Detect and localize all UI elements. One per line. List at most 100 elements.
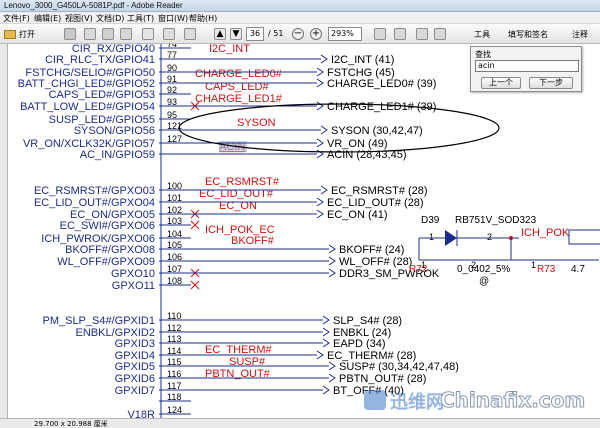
pin-name: EC_SWI#/GPXO06 [60,220,155,232]
print-icon[interactable] [102,28,114,40]
pin-number: 106 [167,252,182,262]
pin-name: GPXO10 [111,268,155,280]
net-reference: DDR3_SM_PWROK [339,268,440,280]
watermark-logo-icon [364,390,386,410]
pin-name: V18R [127,409,155,418]
hand-tool-icon[interactable] [434,28,446,40]
pin-name: GPXID6 [115,373,155,385]
window-title-bar[interactable]: Lenovo_3000_G450LA-5081P.pdf - Adobe Rea… [0,0,600,12]
open-button[interactable]: 打开 [4,27,35,41]
pin-number: 127 [167,134,182,144]
pin-name: EC_LID_OUT#/GPXO04 [34,197,155,209]
pin-name: GPXID5 [115,361,155,373]
tools-pane-button[interactable]: 工具 [474,29,490,39]
pin-name: WL_OFF#/GPXO09 [57,256,155,268]
pin-number: 92 [167,85,177,95]
pin-number: 95 [167,110,177,120]
resistor-ref: R72 [409,264,428,275]
pin-number: 90 [167,63,177,73]
net-label-red: SUSP# [229,356,266,368]
select-tool-icon[interactable] [416,28,428,40]
net-reference: BKOFF# (24) [339,244,404,256]
navigation-pane-strip[interactable] [0,44,8,418]
pin-name: VR_ON/XCLK32K/GPIO57 [23,138,155,150]
pin-number: 100 [167,181,182,191]
net-arrow-tab [320,54,328,64]
share-icon[interactable] [163,28,175,40]
net-arrow-tab [322,315,330,325]
cloud-icon[interactable] [142,28,154,40]
menu-help[interactable]: 帮助(H) [189,14,218,23]
comment-bubble-icon[interactable] [184,28,196,40]
net-arrow-tab [316,138,324,148]
pin-number: 115 [167,357,181,367]
menu-window[interactable]: 窗口(W) [158,14,189,23]
net-reference: EAPD (34) [333,338,386,350]
save-icon[interactable] [84,28,96,40]
resistor-ref: R73 [537,264,556,275]
watermark-cn: 迅维网 [390,392,444,413]
net-label-red: CHARGE_LED1# [195,93,283,105]
net-reference: EC_THERM# (28) [327,350,416,362]
zoom-out-icon[interactable]: − [292,28,304,40]
page-number-input[interactable]: 36 [246,27,264,41]
net-label-red: PBTN_OUT# [205,368,271,380]
pin-number: 116 [167,369,181,379]
net-reference: SUSP# (30,34,42,47,48) [339,361,459,373]
next-page-icon[interactable]: ▼ [230,28,242,40]
window-title: Lenovo_3000_G450LA-5081P.pdf - Adobe Rea… [4,1,183,10]
menu-file[interactable]: 文件(F) [3,14,30,23]
page-count: / 51 [268,29,284,38]
open-label: 打开 [19,29,35,39]
pin-name: BATT_LOW_LED#/GPIO54 [20,101,155,113]
zoom-select[interactable]: 293% [328,27,362,41]
previous-page-icon[interactable]: ▲ [214,28,226,40]
pin-number: 113 [167,334,181,344]
pin-name: SYSON/GPIO56 [74,125,155,137]
menu-tools[interactable]: 工具(T) [127,14,155,23]
pin-number: 77 [167,50,177,60]
pin-name: GPXID7 [115,385,155,397]
net-reference: WL_OFF# (28) [339,256,412,268]
menu-view[interactable]: 视图(V) [65,14,93,23]
email-icon[interactable] [120,28,132,40]
find-label: 查找 [475,50,491,59]
watermark-en: Chinafix.com [439,388,586,413]
pin-number: 108 [167,276,182,286]
menu-edit[interactable]: 编辑(E) [34,14,62,23]
find-panel: 查找 acin 上一个 下一步 [470,46,582,92]
zoom-in-icon[interactable]: + [310,28,322,40]
net-arrow-tab [328,373,336,383]
resistor-pin: 1 [421,260,426,270]
create-pdf-icon[interactable] [64,28,76,40]
net-arrow-tab [316,67,324,77]
find-previous-button[interactable]: 上一个 [481,77,521,89]
net-reference: EC_ON (41) [327,209,388,221]
no-connect-mark [190,220,200,230]
pin-name: AC_IN/GPIO59 [80,149,155,161]
pin-name: GPXO11 [112,280,155,292]
net-label-red: EC_ON [219,200,257,212]
pin-number: 107 [167,264,182,274]
net-label-red: SYSON [237,117,276,129]
net-arrow-tab [328,268,336,278]
net-arrow-tab [328,361,336,371]
fit-page-icon[interactable] [374,28,386,40]
site-watermark: 迅维网 Chinafix.com [360,384,600,416]
net-label-red: EC_THERM# [205,344,273,356]
pin-number: 124 [167,405,182,415]
net-reference: FSTCHG (45) [327,67,395,79]
toolbar: 打开 ▲ ▼ 36 / 51 − + 293% 工具 填写和签名 注释 [0,24,600,44]
read-mode-icon[interactable] [394,28,406,40]
fill-sign-pane-button[interactable]: 填写和签名 [508,29,548,39]
diode-part: RB751V_SOD323 [455,215,537,226]
menu-document[interactable]: 文档(D) [96,14,125,23]
diode-ref: D39 [421,215,440,226]
net-arrow-tab [328,256,336,266]
comment-pane-button[interactable]: 注释 [572,29,588,39]
menu-bar: 文件(F) 编辑(E) 视图(V) 文档(D) 工具(T) 窗口(W) 帮助(H… [0,12,600,24]
find-input[interactable]: acin [475,60,579,72]
find-next-button[interactable]: 下一步 [529,77,573,89]
